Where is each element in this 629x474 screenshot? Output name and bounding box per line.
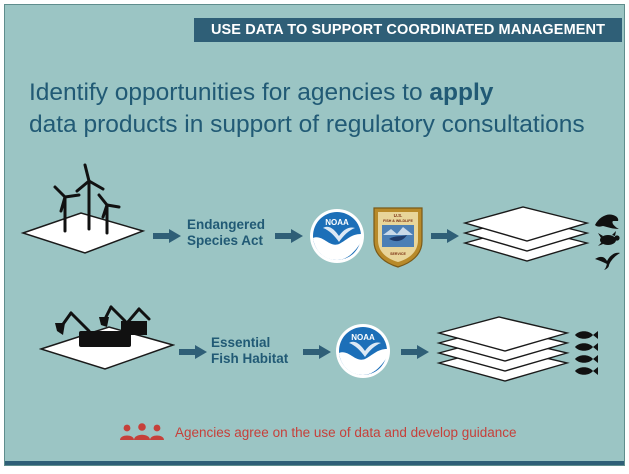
row-label-efh: Essential Fish Habitat <box>211 335 288 367</box>
slide: USE DATA TO SUPPORT COORDINATED MANAGEME… <box>4 4 625 466</box>
usfws-logo-icon: U.S. FISH & WILDLIFE SERVICE <box>373 207 423 268</box>
noaa-logo-text: NOAA <box>325 218 349 227</box>
arrow-right-icon <box>275 229 303 243</box>
row-label-efh-line-2: Fish Habitat <box>211 351 289 366</box>
arrow-right-icon <box>153 229 181 243</box>
row-label-esa-line-2: Species Act <box>187 233 264 248</box>
usfws-text-3: SERVICE <box>390 252 406 256</box>
fish-icon <box>575 355 598 363</box>
arrow-right-icon <box>401 345 429 359</box>
headline-prefix: Identify opportunities for agencies to <box>29 79 430 106</box>
bird-icon <box>595 252 620 270</box>
people-group-icon <box>120 423 164 440</box>
bottom-rule <box>5 461 624 465</box>
usfws-text-2: FISH & WILDLIFE <box>383 219 413 223</box>
fish-icon <box>575 331 598 339</box>
arrow-right-icon <box>303 345 331 359</box>
row-label-esa: Endangered Species Act <box>187 217 265 249</box>
data-layers-icon <box>462 206 590 262</box>
dredging-icon <box>39 305 175 370</box>
row-label-efh-line-1: Essential <box>211 335 271 350</box>
headline-emphasis: apply <box>429 79 494 106</box>
data-layers-icon <box>436 316 570 382</box>
fish-icon <box>575 367 598 375</box>
usfws-text-1: U.S. <box>394 213 403 218</box>
arrow-right-icon <box>179 345 207 359</box>
headline-line-2: data products in support of regulatory c… <box>29 111 585 138</box>
headline-line-1: Identify opportunities for agencies to a… <box>29 77 619 109</box>
headline: Identify opportunities for agencies to a… <box>29 77 619 141</box>
seal-icon <box>595 214 619 229</box>
fish-icon <box>575 343 598 351</box>
row-label-esa-line-1: Endangered <box>187 217 266 232</box>
header-title: USE DATA TO SUPPORT COORDINATED MANAGEME… <box>194 18 622 42</box>
arrow-right-icon <box>431 229 459 243</box>
wind-turbines-icon <box>20 163 146 254</box>
footer-text: Agencies agree on the use of data and de… <box>175 424 517 440</box>
noaa-logo-icon: NOAA <box>336 324 390 378</box>
turtle-icon <box>598 231 620 246</box>
noaa-logo-text: NOAA <box>351 333 375 342</box>
footer: Agencies agree on the use of data and de… <box>119 421 517 443</box>
noaa-logo-icon: NOAA <box>310 209 364 263</box>
